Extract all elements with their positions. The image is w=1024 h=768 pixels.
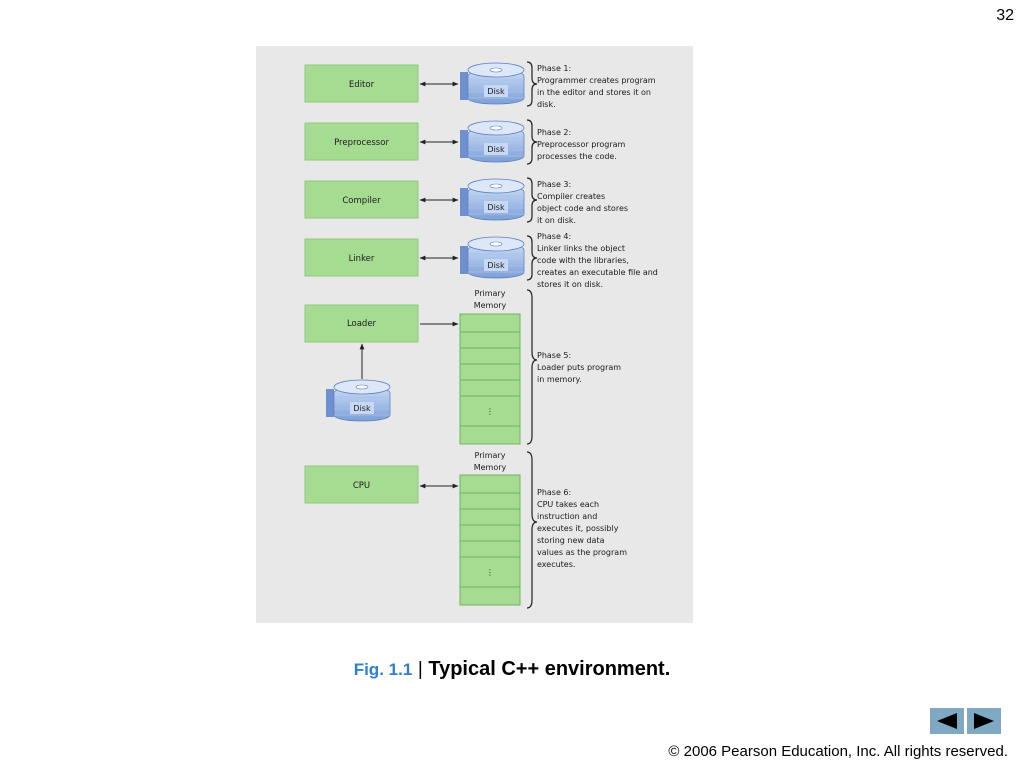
triangle-left-icon [937,713,957,729]
stage-loader-label: Loader [347,319,377,329]
phase-4-description: Phase 4: Linker links the object code wi… [537,232,660,289]
stage-cpu: CPU [304,465,419,504]
brace [526,289,538,445]
slide-navigation [930,708,1001,734]
phase-5-description: Phase 5: Loader puts program in memory. [537,351,624,384]
copyright-notice: © 2006 Pearson Education, Inc. All right… [668,743,1008,760]
phase-3-description: Phase 3: Compiler creates object code an… [537,180,631,225]
brace [526,61,538,107]
stage-compiler: Compiler [304,180,419,219]
primary-memory: ⋮ [459,474,521,606]
memory-label-line2: Memory [474,463,507,472]
disk-icon: Disk [460,178,525,221]
primary-memory: ⋮ [459,313,521,445]
brace [526,119,538,165]
brace [526,451,538,609]
memory-label-line1: Primary [475,451,506,460]
stage-loader: Loader [304,304,419,343]
stage-preprocessor: Preprocessor [304,122,419,161]
disk-icon: Disk [460,62,525,105]
phase-6-description: Phase 6: CPU takes each instruction and … [537,488,630,569]
memory-label-line1: Primary [475,289,506,298]
memory-ellipsis: ⋮ [486,568,494,577]
disk-icon: Disk [460,236,525,279]
memory-label-line2: Memory [474,301,507,310]
disk-icon: Disk [460,120,525,163]
disk-icon: Disk [326,379,391,422]
phase-2-description: Phase 2: Preprocessor program processes … [537,128,628,161]
disk-label: Disk [487,87,505,96]
stage-compiler-label: Compiler [342,196,381,206]
disk-label: Disk [487,145,505,154]
figure-panel: Editor Preprocessor Compiler Linker Load… [256,46,693,623]
brace [526,235,538,281]
stage-linker: Linker [304,238,419,277]
cpp-environment-diagram: Editor Preprocessor Compiler Linker Load… [304,61,660,609]
triangle-right-icon [974,713,994,729]
disk-label: Disk [487,203,505,212]
stage-linker-label: Linker [349,254,375,264]
figure-title: Typical C++ environment. [428,658,671,680]
figure-number: Fig. 1.1 [353,660,413,679]
figure-caption: Fig. 1.1 | Typical C++ environment. [0,658,1024,681]
previous-slide-button[interactable] [930,708,964,734]
disk-label: Disk [487,261,505,270]
caption-separator: | [417,659,423,680]
phase-1-description: Phase 1: Programmer creates program in t… [537,64,658,109]
memory-ellipsis: ⋮ [486,407,494,416]
next-slide-button[interactable] [967,708,1001,734]
stage-cpu-label: CPU [353,481,370,491]
stage-preprocessor-label: Preprocessor [334,138,389,148]
stage-editor: Editor [304,64,419,103]
stage-editor-label: Editor [349,80,375,90]
disk-label: Disk [353,404,371,413]
brace [526,177,538,223]
page-number: 32 [996,7,1014,24]
